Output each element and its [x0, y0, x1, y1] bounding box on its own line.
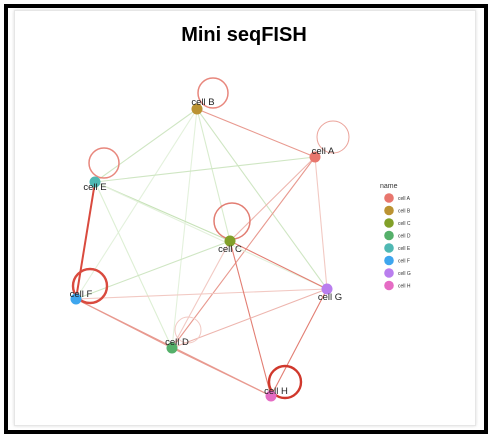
node-f [70, 293, 82, 305]
node-label-e: cell E [83, 182, 106, 193]
legend-title: name [380, 183, 398, 190]
page-title: Mini seqFISH [181, 24, 307, 46]
node-label-f: cell F [70, 289, 93, 300]
node-label-b: cell B [191, 97, 214, 108]
self-loop-f [71, 267, 109, 305]
edge-b-g [196, 108, 328, 290]
edge-b-d [171, 108, 198, 349]
edge-b-f [75, 108, 198, 300]
legend-swatch-5 [384, 243, 394, 253]
node-label-g: cell G [318, 292, 342, 303]
edge-e-f [75, 181, 96, 300]
edge-b-c [196, 108, 231, 242]
edge-d-h [171, 347, 272, 397]
node-e [89, 176, 101, 188]
edge-a-d [171, 156, 316, 349]
edge-f-c [75, 240, 231, 300]
self-loop-d [174, 316, 202, 344]
edge-c-d [171, 240, 231, 349]
legend-swatch-4 [384, 230, 394, 241]
edge-e-g [94, 181, 328, 290]
node-label-a: cell A [312, 146, 335, 157]
node-d [166, 342, 178, 354]
plot-panel [14, 10, 476, 426]
edge-b-a [196, 108, 316, 158]
legend-label-1: cell A [398, 196, 411, 202]
edge-a-g [314, 156, 328, 290]
legend-swatch-2 [384, 205, 394, 216]
legend-label-4: cell D [398, 234, 411, 240]
nodes-layer: cell A cell B cell C cell D cell E cell F cell… [70, 97, 342, 402]
self-loop-c [213, 202, 251, 240]
legend-swatch-3 [384, 218, 394, 228]
node-label-c: cell C [218, 244, 242, 255]
edge-c-g [229, 240, 328, 290]
node-a [309, 151, 321, 163]
self-loop-a [316, 120, 350, 154]
legend-label-3: cell C [398, 221, 411, 227]
legend-label-5: cell E [398, 246, 411, 252]
legend-label-2: cell B [398, 209, 411, 215]
self-loop-b [197, 77, 229, 109]
node-label-d: cell D [165, 337, 189, 348]
node-h [265, 390, 277, 402]
node-label-h: cell H [264, 386, 288, 397]
edge-e-d [94, 181, 173, 349]
legend-label-8: cell H [398, 284, 411, 290]
self-loop-h [267, 364, 303, 400]
legend-swatch-6 [384, 255, 394, 266]
edge-a-c [229, 156, 316, 242]
legend: name cell A cell B cell C cell D cell E cell … [380, 183, 411, 291]
legend-swatch-1 [384, 193, 394, 203]
legend-swatch-8 [384, 280, 394, 291]
edge-d-g [171, 288, 328, 349]
edge-g-h [270, 288, 328, 397]
self-loop-e [88, 147, 120, 179]
edges-layer [75, 108, 328, 397]
node-c [224, 235, 236, 247]
edge-a-e [94, 156, 316, 183]
edge-b-e [94, 108, 198, 183]
legend-label-7: cell G [398, 271, 411, 277]
legend-swatch-7 [384, 268, 394, 278]
legend-label-6: cell F [398, 259, 410, 265]
node-g [321, 283, 333, 295]
node-b [191, 103, 203, 115]
